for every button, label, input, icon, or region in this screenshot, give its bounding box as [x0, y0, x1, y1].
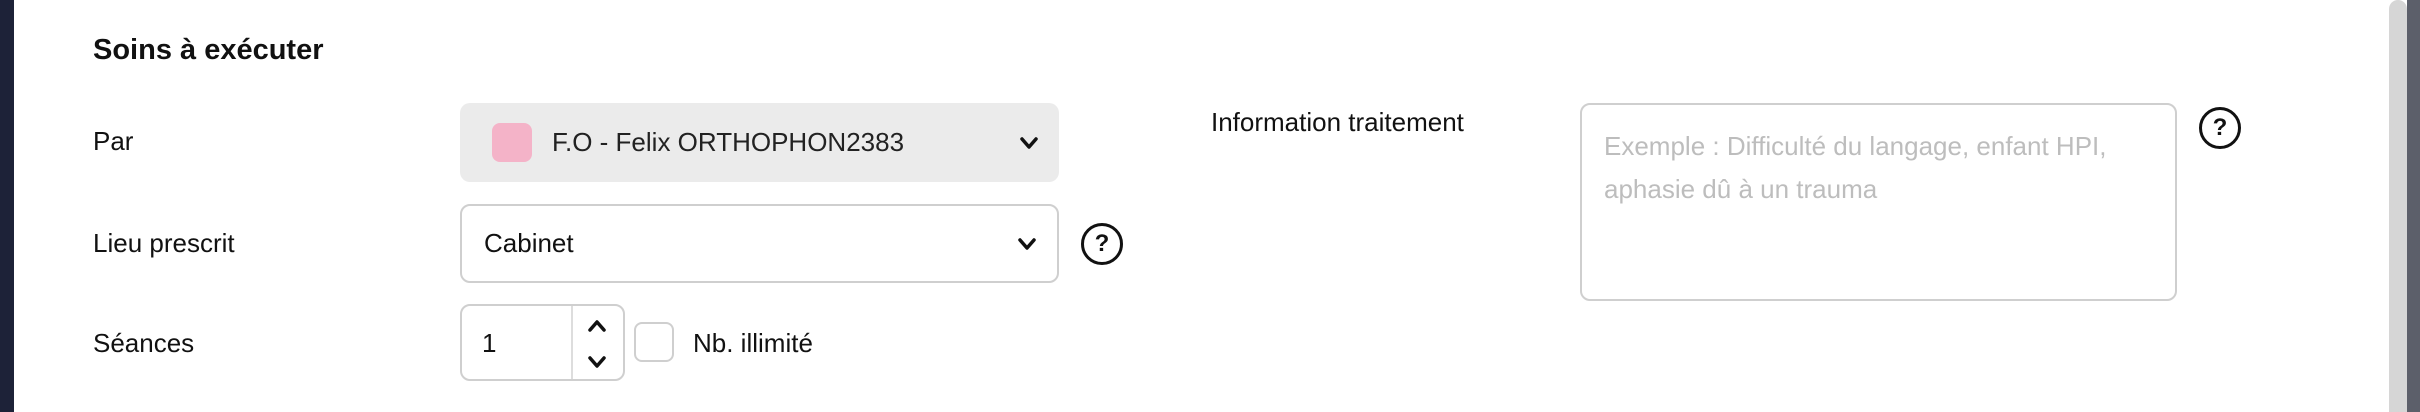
chevron-down-icon	[1020, 136, 1038, 149]
help-icon[interactable]: ?	[2199, 107, 2241, 149]
practitioner-color-swatch	[492, 123, 532, 162]
info-label: Information traitement	[1211, 107, 1464, 137]
lieu-select[interactable]: Cabinet	[460, 204, 1059, 283]
background-sidebar	[0, 0, 14, 412]
help-icon[interactable]: ?	[1081, 223, 1123, 265]
decrement-icon[interactable]	[582, 350, 612, 374]
lieu-label: Lieu prescrit	[93, 228, 235, 258]
increment-icon[interactable]	[582, 314, 612, 338]
seances-value[interactable]: 1	[482, 328, 497, 358]
info-textarea[interactable]: Exemple : Difficulté du langage, enfant …	[1580, 103, 2177, 301]
section-title: Soins à exécuter	[93, 34, 324, 66]
stepper-divider	[571, 306, 573, 379]
unlimited-label: Nb. illimité	[693, 328, 813, 358]
chevron-down-icon	[1018, 237, 1036, 250]
unlimited-checkbox[interactable]	[634, 322, 674, 362]
background-overlay	[2407, 0, 2420, 412]
help-glyph: ?	[2212, 114, 2228, 141]
par-label: Par	[93, 126, 134, 156]
lieu-select-value: Cabinet	[484, 228, 574, 258]
seances-stepper[interactable]: 1	[460, 304, 625, 381]
help-glyph: ?	[1094, 230, 1110, 257]
scrollbar[interactable]	[2389, 0, 2407, 412]
info-placeholder: Exemple : Difficulté du langage, enfant …	[1604, 131, 2107, 204]
seances-label: Séances	[93, 328, 195, 358]
par-select-value: F.O - Felix ORTHOPHON2383	[552, 127, 905, 157]
par-select[interactable]: F.O - Felix ORTHOPHON2383	[460, 103, 1059, 182]
